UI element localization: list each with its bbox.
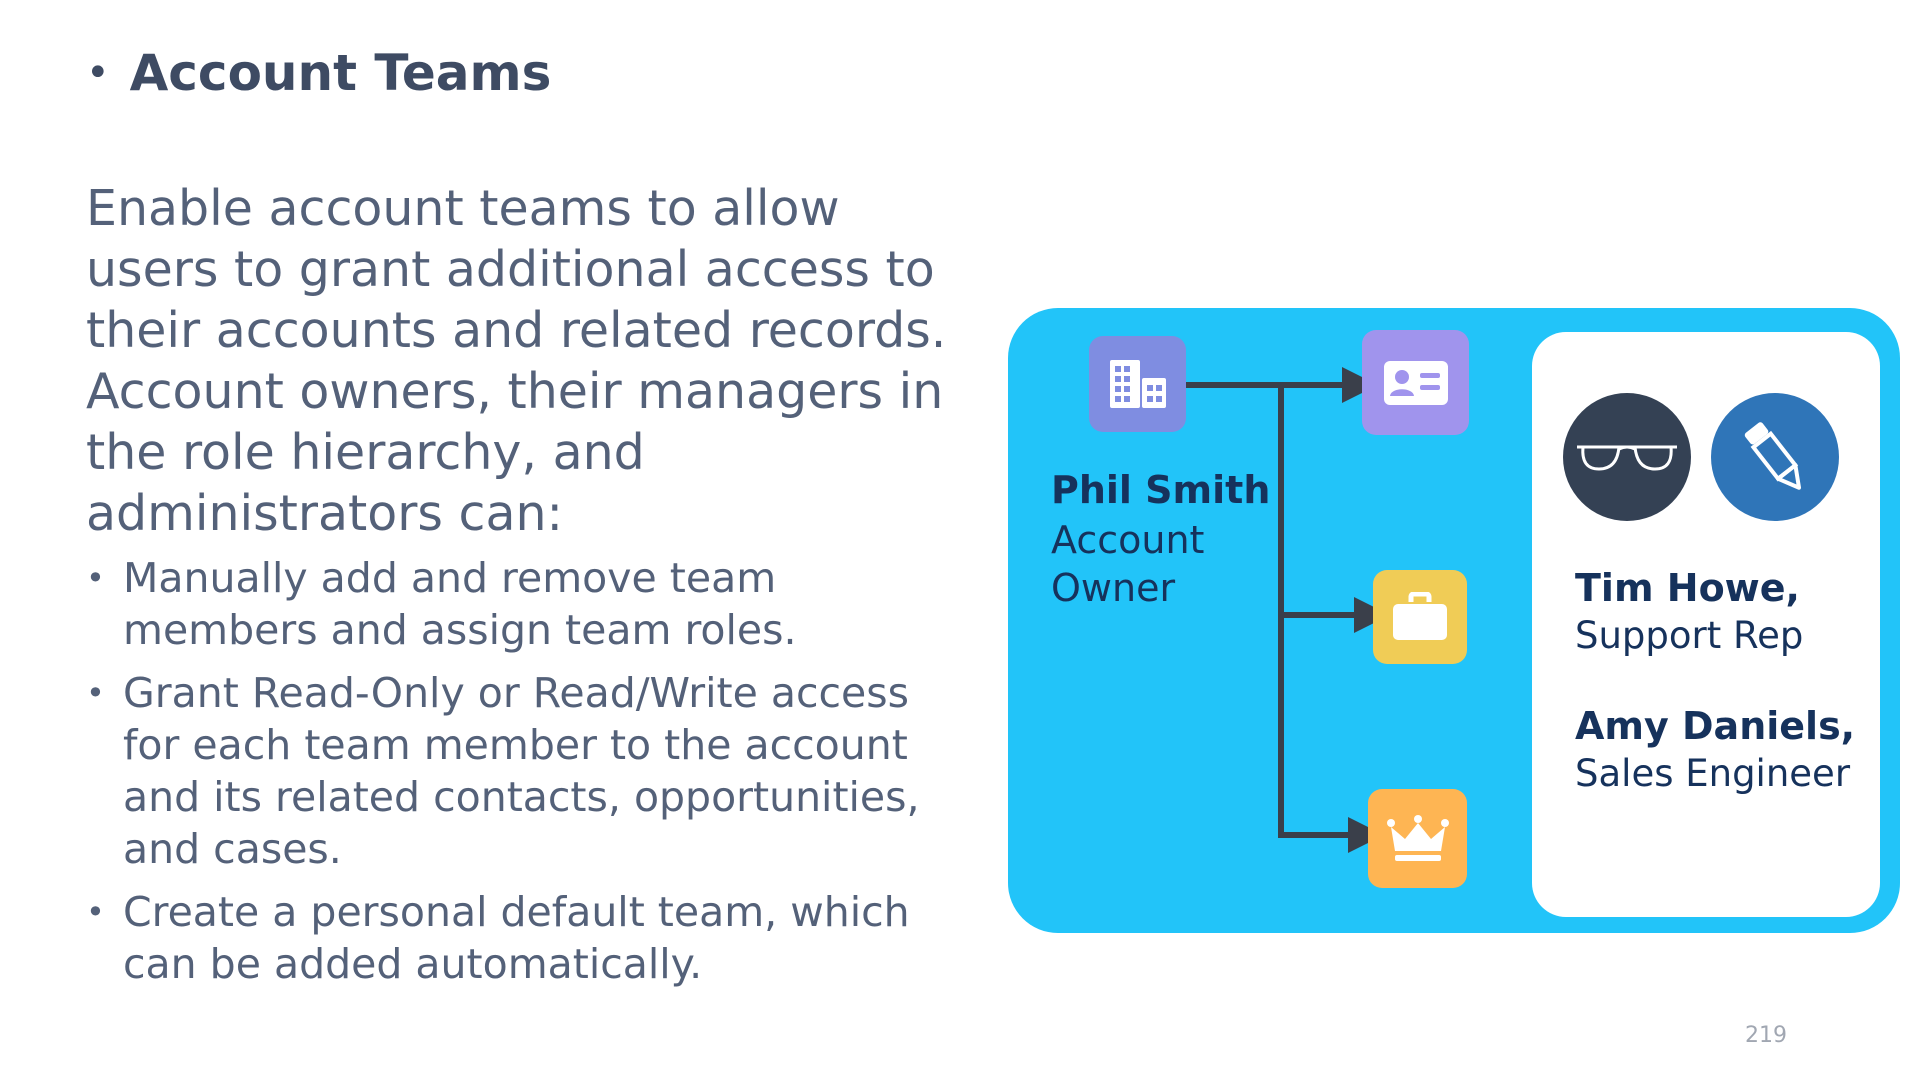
crown-tile (1368, 789, 1467, 888)
briefcase-tile (1373, 570, 1467, 664)
heading-text: Account Teams (129, 44, 552, 102)
member-role: Support Rep (1575, 614, 1804, 657)
member-name: Amy Daniels, (1575, 704, 1856, 748)
bullet-list: • Manually add and remove team members a… (86, 552, 966, 1001)
bullet-text: Grant Read-Only or Read/Write access for… (123, 669, 920, 873)
briefcase-icon (1393, 592, 1447, 640)
bullet-item: • Create a personal default team, which … (86, 886, 966, 990)
intro-paragraph: Enable account teams to allow users to g… (86, 180, 947, 542)
building-tile (1089, 336, 1186, 432)
owner-role: Account Owner (1051, 518, 1205, 610)
slide-heading: • Account Teams (86, 44, 551, 102)
member-name: Tim Howe, (1575, 566, 1800, 610)
bullet-marker: • (86, 559, 105, 597)
bullet-text: Manually add and remove team members and… (123, 554, 797, 654)
bullet-item: • Grant Read-Only or Read/Write access f… (86, 667, 966, 875)
crown-icon (1386, 814, 1449, 861)
bullet-marker: • (86, 674, 105, 712)
bullet-marker: • (86, 893, 105, 931)
bullet-text: Create a personal default team, which ca… (123, 888, 910, 988)
support-rep-avatar (1563, 393, 1691, 521)
glasses-icon (1577, 445, 1677, 471)
member-role: Sales Engineer (1575, 752, 1851, 795)
building-icon (1109, 360, 1166, 408)
bullet-item: • Manually add and remove team members a… (86, 552, 966, 656)
owner-name: Phil Smith (1051, 468, 1271, 512)
contact-card-icon (1383, 360, 1448, 405)
contact-tile (1362, 330, 1469, 435)
pencil-icon (1744, 422, 1802, 490)
sales-engineer-avatar (1711, 393, 1839, 521)
page-number: 219 (1745, 1023, 1787, 1048)
heading-bullet: • (86, 50, 110, 96)
